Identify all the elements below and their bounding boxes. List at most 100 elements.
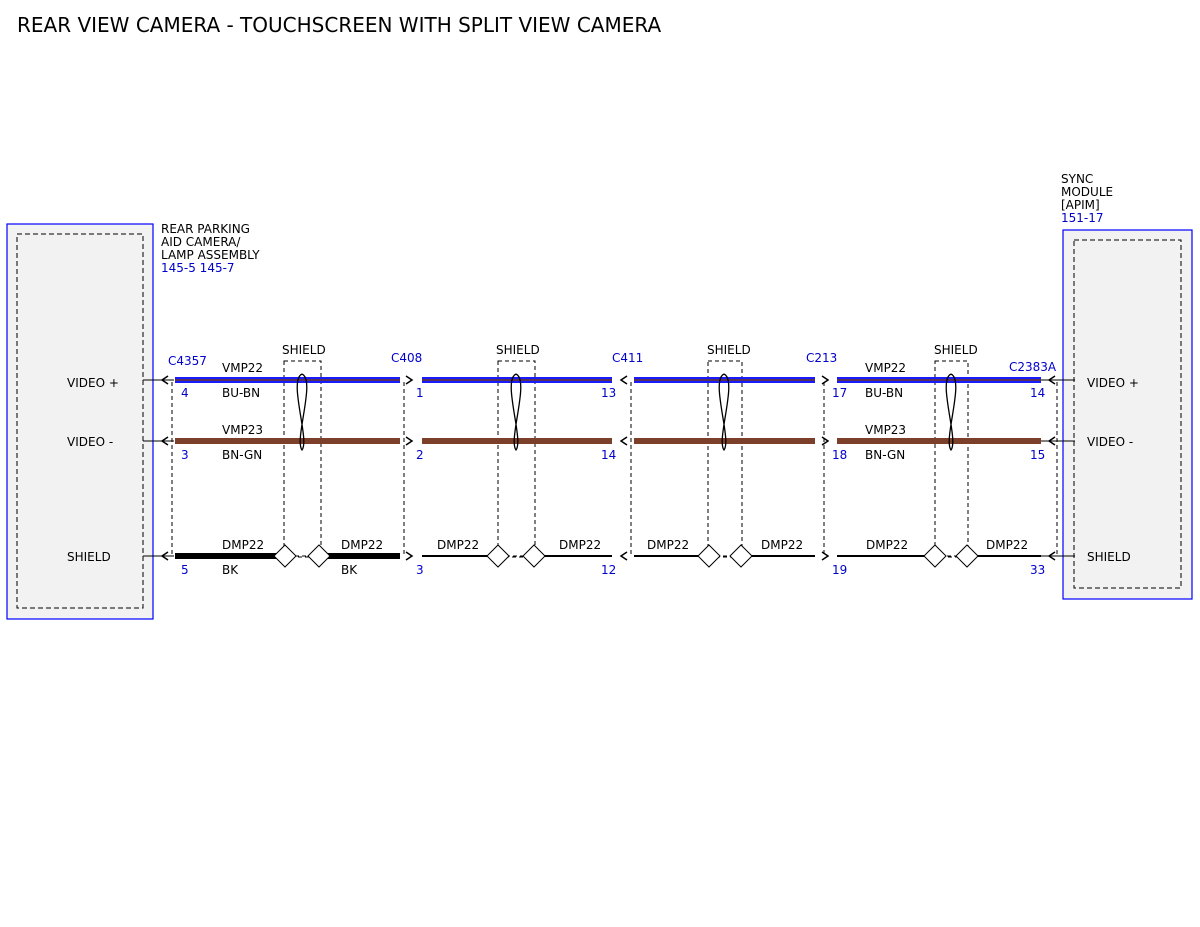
shield-diamond-2b bbox=[522, 544, 546, 568]
pin-c4357-video-plus: 4 bbox=[181, 386, 189, 400]
pin-c213-video-plus: 17 bbox=[832, 386, 847, 400]
shield-wire-color-1: BK bbox=[222, 563, 239, 577]
pin-c2383a-shield: 33 bbox=[1030, 563, 1045, 577]
chevron-right-icon bbox=[405, 375, 414, 385]
right-module-name-1: SYNC bbox=[1061, 172, 1093, 186]
shield-wire-circuit-8: DMP22 bbox=[986, 538, 1028, 552]
shield-wire-circuit-4: DMP22 bbox=[559, 538, 601, 552]
shield-diamond-3b bbox=[729, 544, 753, 568]
left-module-ref: 145-5 145-7 bbox=[161, 261, 235, 275]
shield-wire-color-2: BK bbox=[341, 563, 358, 577]
pin-c408-shield: 3 bbox=[416, 563, 424, 577]
shield-box-3 bbox=[707, 360, 743, 558]
chevron-right-icon bbox=[821, 436, 830, 446]
twist-symbol-1 bbox=[296, 373, 308, 452]
left-module-inner-box bbox=[16, 233, 144, 609]
right-module-ref: 151-17 bbox=[1061, 211, 1104, 225]
shield-diamond-3a bbox=[697, 544, 721, 568]
shield-label-4: SHIELD bbox=[934, 343, 978, 357]
shield-box-1 bbox=[283, 360, 322, 558]
wire-label-circuit-3: VMP22 bbox=[865, 361, 906, 375]
chevron-left-icon bbox=[160, 436, 169, 446]
shield-wire-circuit-7: DMP22 bbox=[866, 538, 908, 552]
connector-label-c408: C408 bbox=[391, 351, 422, 365]
pin-c408-video-plus: 1 bbox=[416, 386, 424, 400]
twisted-pair-symbols bbox=[296, 373, 957, 452]
connector-label-c4357: C4357 bbox=[168, 354, 207, 368]
chevron-right-icon bbox=[821, 375, 830, 385]
pin-c213-shield: 19 bbox=[832, 563, 847, 577]
chevron-left-icon bbox=[160, 551, 169, 561]
left-module: REAR PARKING AID CAMERA/ LAMP ASSEMBLY 1… bbox=[6, 222, 260, 620]
chevron-left-icon bbox=[619, 375, 628, 385]
chevron-left-icon bbox=[1047, 436, 1056, 446]
right-pin-video-plus: VIDEO + bbox=[1087, 376, 1139, 390]
shield-box-2 bbox=[497, 360, 536, 558]
wire-label-circuit-4: VMP23 bbox=[865, 423, 906, 437]
left-module-name-3: LAMP ASSEMBLY bbox=[161, 248, 260, 262]
shield-wire-circuit-5: DMP22 bbox=[647, 538, 689, 552]
pin-c2383a-video-plus: 14 bbox=[1030, 386, 1045, 400]
left-pin-video-plus: VIDEO + bbox=[67, 376, 119, 390]
left-module-box bbox=[6, 223, 154, 620]
twist-symbol-3 bbox=[718, 373, 730, 452]
shield-diamond-1b bbox=[307, 544, 331, 568]
wire-label-color-1: BU-BN bbox=[222, 386, 260, 400]
chevron-left-icon bbox=[1047, 551, 1056, 561]
pin-c411-shield: 12 bbox=[601, 563, 616, 577]
shield-diamond-1a bbox=[273, 544, 297, 568]
shield-diamond-4b bbox=[955, 544, 979, 568]
right-pin-shield: SHIELD bbox=[1087, 550, 1131, 564]
shield-wire-circuit-1: DMP22 bbox=[222, 538, 264, 552]
right-pin-video-minus: VIDEO - bbox=[1087, 435, 1133, 449]
pin-c4357-shield: 5 bbox=[181, 563, 189, 577]
shield-box-4 bbox=[934, 360, 969, 558]
twist-symbol-4 bbox=[945, 373, 957, 452]
pin-c4357-video-minus: 3 bbox=[181, 448, 189, 462]
chevron-right-icon bbox=[405, 551, 414, 561]
diagram-title: REAR VIEW CAMERA - TOUCHSCREEN WITH SPLI… bbox=[17, 13, 661, 37]
right-module-inner-box bbox=[1073, 239, 1182, 589]
left-module-name-1: REAR PARKING bbox=[161, 222, 250, 236]
wire-label-circuit-1: VMP22 bbox=[222, 361, 263, 375]
right-module-name-2: MODULE bbox=[1061, 185, 1113, 199]
shield-label-2: SHIELD bbox=[496, 343, 540, 357]
left-module-name-2: AID CAMERA/ bbox=[161, 235, 241, 249]
chevron-left-icon bbox=[619, 551, 628, 561]
chevron-right-icon bbox=[405, 436, 414, 446]
pin-c411-video-minus: 14 bbox=[601, 448, 616, 462]
chevron-left-icon bbox=[160, 375, 169, 385]
wire-label-color-4: BN-GN bbox=[865, 448, 905, 462]
right-module-box bbox=[1062, 229, 1193, 600]
shield-label-3: SHIELD bbox=[707, 343, 751, 357]
chevron-right-icon bbox=[821, 551, 830, 561]
right-module-name-3: [APIM] bbox=[1061, 198, 1100, 212]
twist-symbol-2 bbox=[510, 373, 522, 452]
shield-wire-circuit-6: DMP22 bbox=[761, 538, 803, 552]
shield-enclosures: SHIELD SHIELD SHIELD SHIELD bbox=[282, 343, 978, 558]
shield-label-1: SHIELD bbox=[282, 343, 326, 357]
wire-label-color-2: BN-GN bbox=[222, 448, 262, 462]
right-module: SYNC MODULE [APIM] 151-17 VIDEO + VIDEO … bbox=[1061, 172, 1193, 600]
shield-wire-circuit-2: DMP22 bbox=[341, 538, 383, 552]
wire-label-circuit-2: VMP23 bbox=[222, 423, 263, 437]
wire-label-color-3: BU-BN bbox=[865, 386, 903, 400]
connector-dividers bbox=[171, 382, 1058, 557]
pin-c408-video-minus: 2 bbox=[416, 448, 424, 462]
connector-label-c213: C213 bbox=[806, 351, 837, 365]
left-pin-shield: SHIELD bbox=[67, 550, 111, 564]
pin-c2383a-video-minus: 15 bbox=[1030, 448, 1045, 462]
chevron-left-icon bbox=[1047, 375, 1056, 385]
shield-wire-circuit-3: DMP22 bbox=[437, 538, 479, 552]
shield-terminations bbox=[273, 544, 979, 568]
shield-diamond-4a bbox=[923, 544, 947, 568]
pin-c213-video-minus: 18 bbox=[832, 448, 847, 462]
connector-label-c2383a: C2383A bbox=[1009, 360, 1057, 374]
shield-diamond-2a bbox=[486, 544, 510, 568]
pin-c411-video-plus: 13 bbox=[601, 386, 616, 400]
connector-label-c411: C411 bbox=[612, 351, 643, 365]
chevron-left-icon bbox=[619, 436, 628, 446]
connector-chevrons bbox=[160, 375, 1056, 561]
left-pin-video-minus: VIDEO - bbox=[67, 435, 113, 449]
